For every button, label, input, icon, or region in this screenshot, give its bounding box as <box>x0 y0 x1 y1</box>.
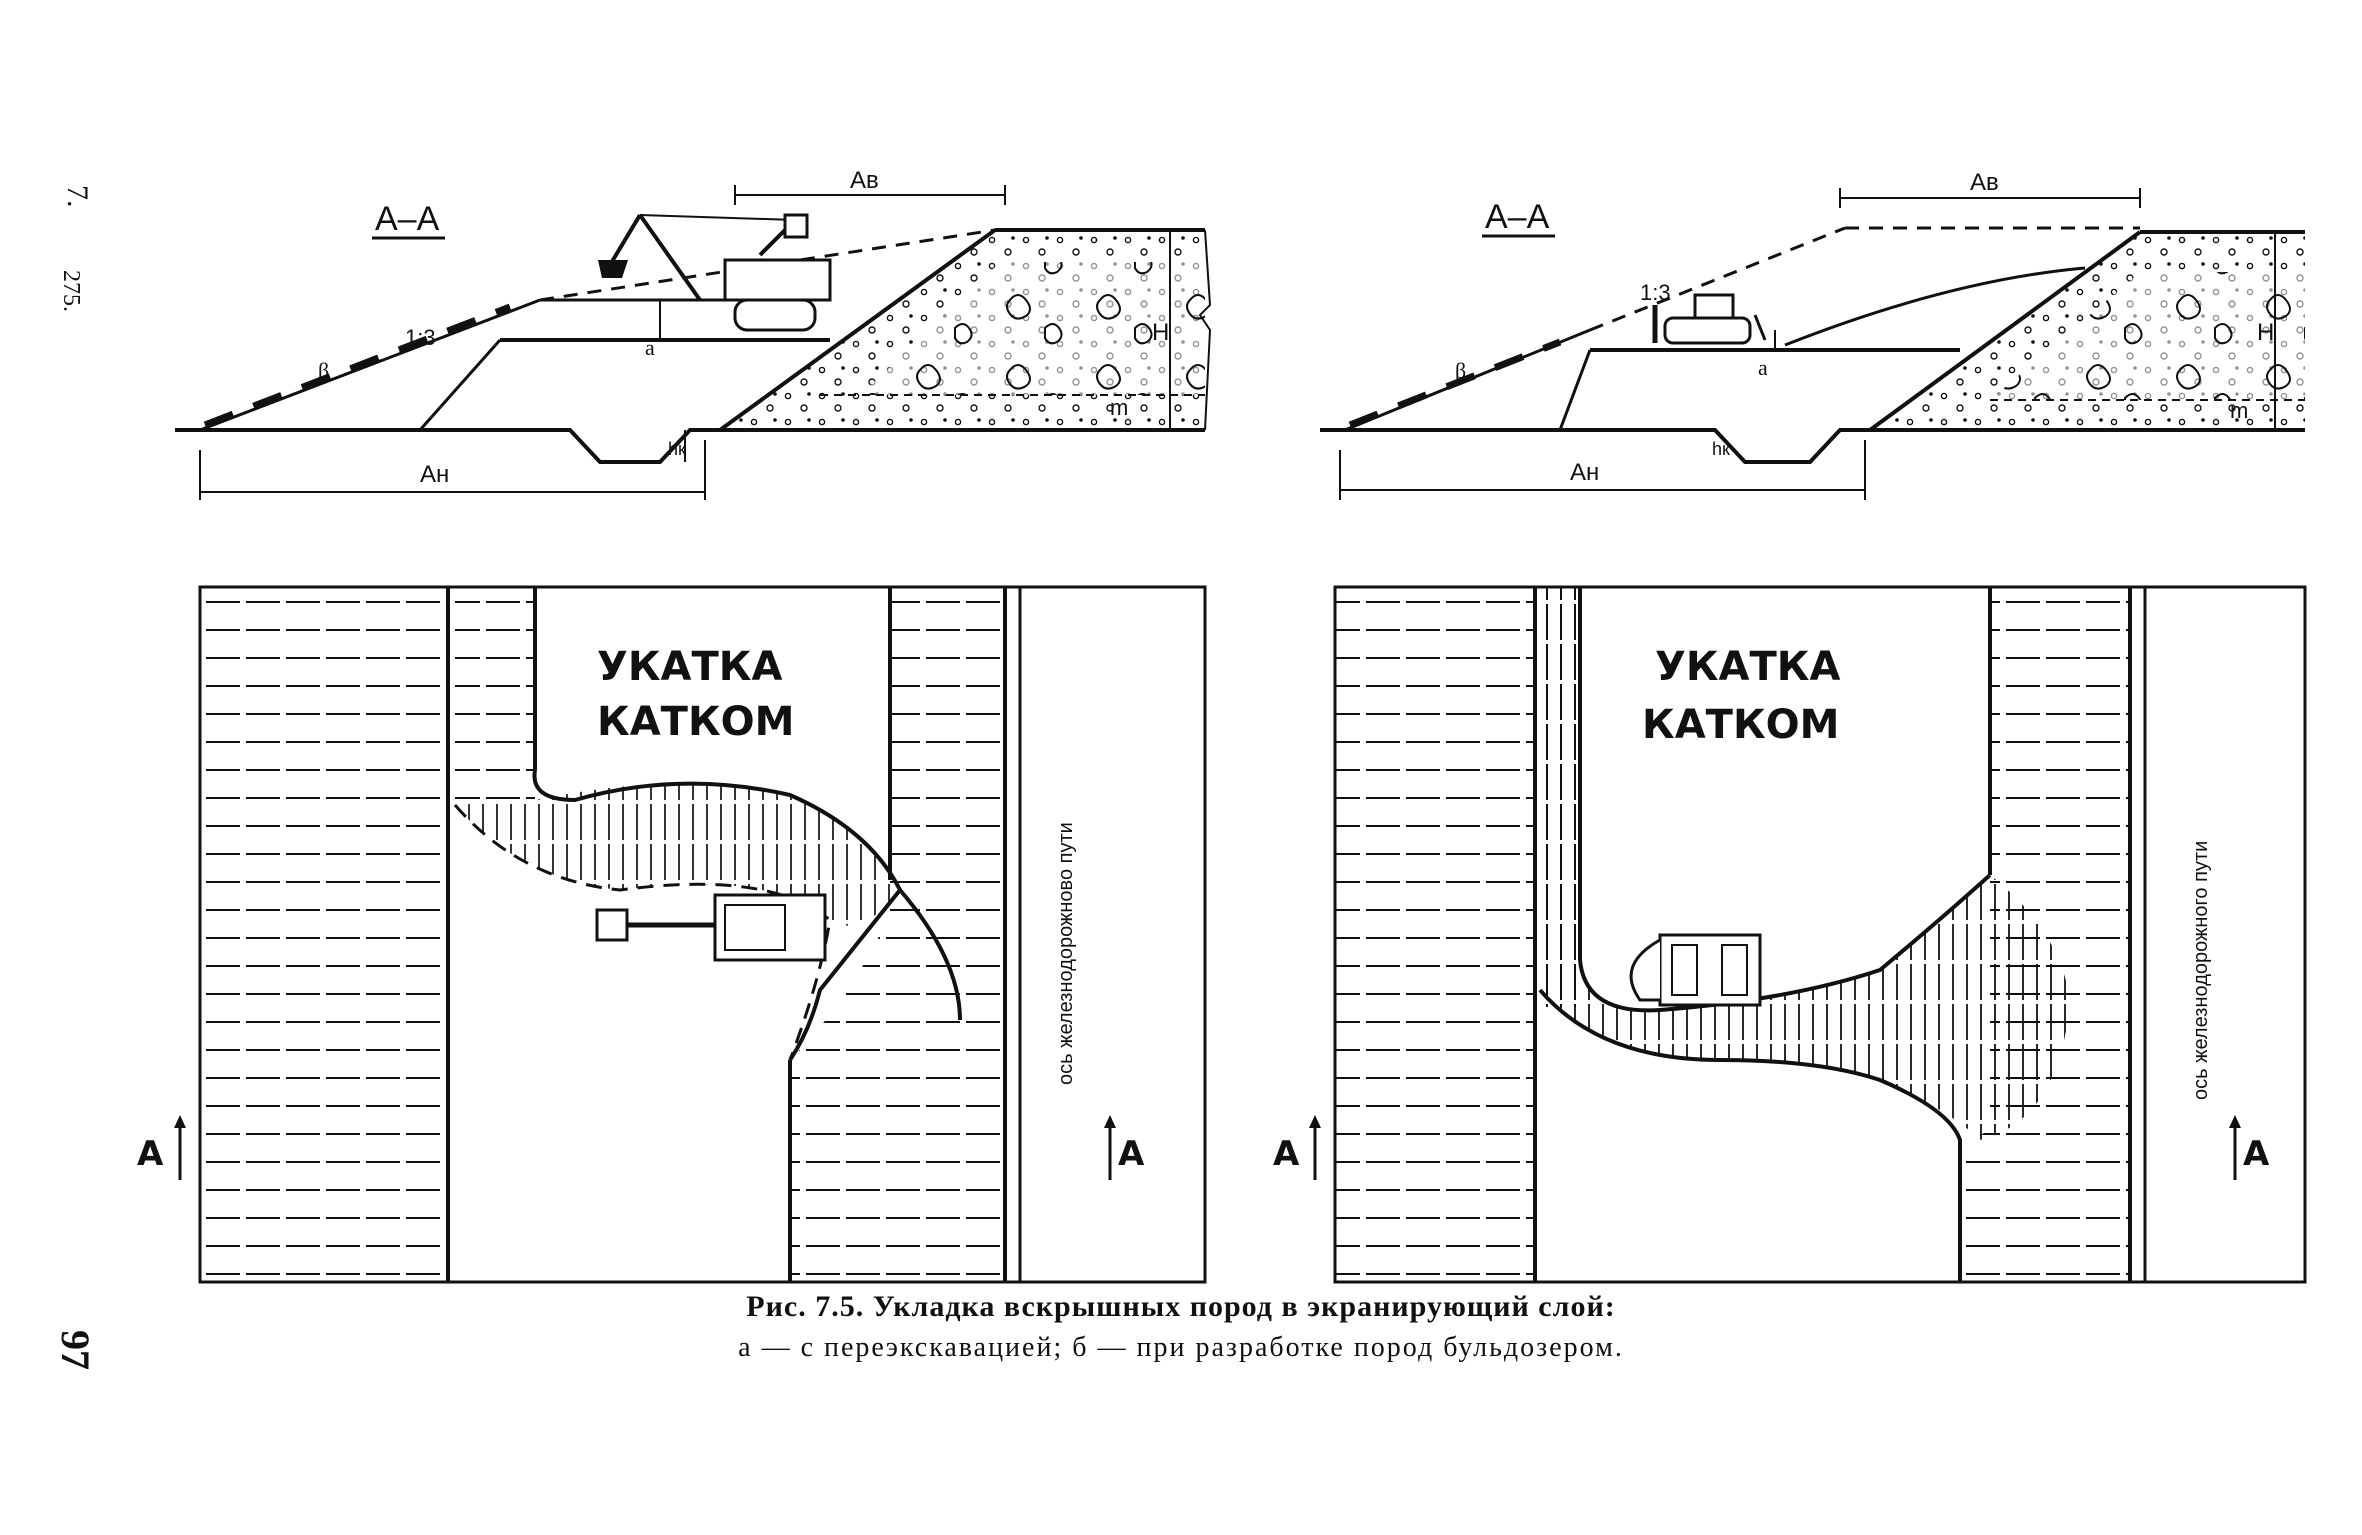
arrow-label-left-a: А <box>137 1134 164 1174</box>
section-a: А–А Ав <box>175 167 1212 500</box>
roll-text-b1: УКАТКА <box>1655 644 1840 690</box>
alpha-label: а <box>645 335 655 360</box>
page-number: 97 <box>53 1330 98 1370</box>
figure-caption: Рис. 7.5. Укладка вскрышных пород в экра… <box>0 1290 2362 1364</box>
dim-top-label: Ав <box>850 167 879 194</box>
margin-ref: 275. <box>58 270 84 312</box>
pile-curve-b <box>1784 266 2086 347</box>
design-profile <box>539 228 996 302</box>
roll-text-a2: КАТКОМ <box>597 699 794 745</box>
ground-line <box>175 428 1205 464</box>
plan-a: УКАТКА КАТКОМ ось железнодорожново пути … <box>137 585 1207 1284</box>
section-label-b: А–А <box>1485 198 1550 236</box>
h-label-b: Н <box>2257 319 2274 346</box>
dim-bottom-label: Ан <box>420 461 449 488</box>
beta-label-b: β <box>1455 358 1466 383</box>
dim-top-label-b: Ав <box>1970 169 1999 196</box>
hk-label: hк <box>668 439 686 459</box>
alpha-label-b: а <box>1758 355 1768 380</box>
axis-text-b: ось железнодорожного пути <box>2190 841 2212 1100</box>
arrow-label-right-b: А <box>2243 1134 2270 1174</box>
slope-label-b: 1:3 <box>1640 280 1671 305</box>
slope-line <box>718 228 997 432</box>
screen-slope <box>203 303 512 429</box>
excavator-icon <box>598 213 832 332</box>
m-label-b: m <box>2230 398 2248 423</box>
axis-text-a: ось железнодорожново пути <box>1055 822 1077 1085</box>
plan-b: УКАТКА КАТКОМ ось железнодорожного пути … <box>1273 585 2307 1284</box>
beta-label: β <box>318 358 329 383</box>
curve-inner-b <box>1578 873 1992 1013</box>
margin-chapter: 7. <box>61 185 94 208</box>
m-label: m <box>1110 395 1128 420</box>
arrow-label-left-b: А <box>1273 1134 1300 1174</box>
section-b: А–А Ав Ан 1:3 β а <box>1320 169 2305 500</box>
excavator-plan-icon <box>595 893 827 962</box>
section-label-a: А–А <box>375 200 440 238</box>
ground-line-b <box>1320 428 2305 464</box>
bulldozer-icon <box>1652 293 1767 345</box>
hk-label-b: hк <box>1712 439 1730 459</box>
curve-outer-a <box>453 804 832 1061</box>
arrow-label-right-a: А <box>1118 1134 1145 1174</box>
design-profile-b <box>1589 226 1846 332</box>
caption-title: Рис. 7.5. Укладка вскрышных пород в экра… <box>746 1290 1616 1323</box>
roll-text-a1: УКАТКА <box>597 644 782 690</box>
caption-subtitle: а — с переэкскавацией; б — при разработк… <box>738 1332 1624 1363</box>
h-label: Н <box>1152 319 1169 346</box>
dim-bottom-label-b: Ан <box>1570 459 1599 486</box>
left-hatch-a <box>200 587 448 1282</box>
slope-label: 1:3 <box>405 325 436 350</box>
roll-text-b2: КАТКОМ <box>1642 702 1839 748</box>
bulldozer-plan-icon <box>1629 933 1762 1007</box>
